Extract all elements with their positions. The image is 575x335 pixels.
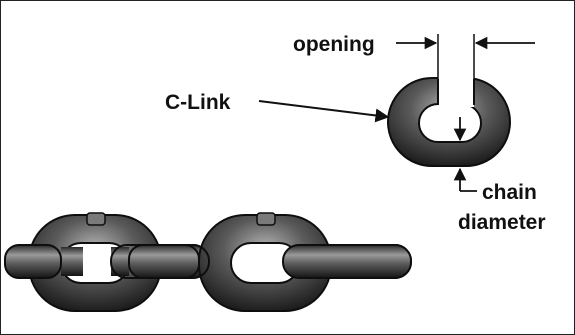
- c-link-illustration: [387, 71, 511, 167]
- opening-dimension: [396, 34, 535, 79]
- chain-side-link-front: [128, 244, 200, 279]
- chain-side-link-front: [282, 244, 412, 279]
- c-link-label: C-Link: [165, 91, 231, 114]
- opening-label: opening: [293, 33, 375, 56]
- c-link-arrow: [258, 100, 390, 123]
- diameter-dimension: [453, 117, 477, 192]
- chain-illustration: [4, 212, 412, 312]
- chain-label: chain: [482, 181, 537, 204]
- diameter-label: diameter: [458, 211, 546, 234]
